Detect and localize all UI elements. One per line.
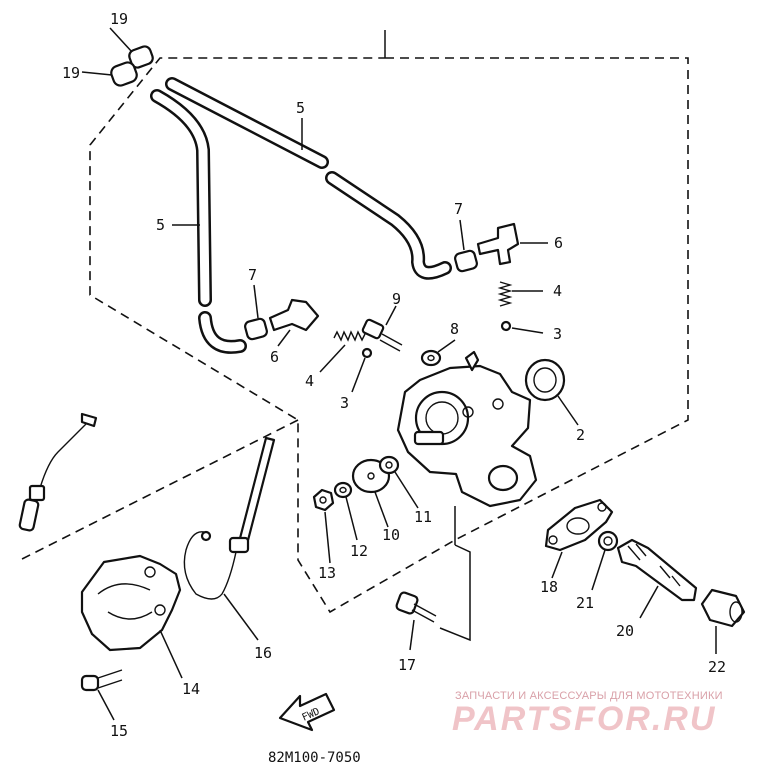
washer-part-11 — [378, 455, 419, 509]
gasket-part-18 — [544, 498, 614, 579]
pump-shaft-part-20 — [616, 538, 698, 619]
callout-13: 13 — [318, 564, 336, 582]
screw-part-15 — [80, 669, 123, 721]
callout-6-left: 6 — [270, 348, 279, 366]
pump-cover-part-14 — [80, 554, 183, 679]
clamp-part-7-left — [244, 284, 268, 341]
callout-22: 22 — [708, 658, 726, 676]
watermark-tagline: ЗАПЧАСТИ И АКСЕССУАРЫ ДЛЯ МОТОТЕХНИКИ — [455, 690, 723, 702]
callout-15: 15 — [110, 722, 128, 740]
ball-part-3-left — [351, 347, 373, 393]
callout-6-right: 6 — [554, 234, 563, 252]
callout-5-upper: 5 — [296, 99, 305, 117]
spring-part-4-right — [497, 281, 543, 307]
oil-hose-part-5-left — [150, 89, 247, 354]
collar-part-19-lower — [81, 61, 138, 87]
callout-4-right: 4 — [553, 282, 562, 300]
callout-4-left: 4 — [305, 372, 314, 390]
callout-8: 8 — [450, 320, 459, 338]
sensor-lead-wire — [18, 412, 98, 532]
callout-3-left: 3 — [340, 394, 349, 412]
oil-hose-part-5-upper — [165, 77, 452, 280]
spring-part-4-left — [319, 330, 366, 373]
callout-21: 21 — [576, 594, 594, 612]
pump-cable-part-16 — [183, 436, 276, 641]
callout-7-left: 7 — [248, 266, 257, 284]
elbow-joint-part-6-right — [476, 222, 548, 266]
callout-19-lower: 19 — [62, 64, 80, 82]
callout-9: 9 — [392, 290, 401, 308]
callout-12: 12 — [350, 542, 368, 560]
washer-part-8 — [420, 339, 456, 367]
callout-2: 2 — [576, 426, 585, 444]
callout-10: 10 — [382, 526, 400, 544]
oil-seal-part-2 — [524, 358, 579, 426]
seal-part-21 — [591, 530, 619, 591]
callout-20: 20 — [616, 622, 634, 640]
callout-17: 17 — [398, 656, 416, 674]
callout-14: 14 — [182, 680, 200, 698]
elbow-joint-part-6-left — [268, 298, 320, 347]
bolt-part-9 — [361, 305, 403, 352]
callout-11: 11 — [414, 508, 432, 526]
nut-part-13 — [312, 488, 335, 564]
bolt-part-17 — [395, 591, 437, 651]
assembly-boundary — [89, 57, 689, 614]
forward-arrow-icon: FWD — [278, 692, 336, 732]
callout-7-right: 7 — [454, 200, 463, 218]
callout-3-right: 3 — [553, 325, 562, 343]
lower-boundary — [19, 419, 299, 561]
oil-pump-body — [396, 350, 538, 642]
clamp-part-7-right — [454, 219, 478, 273]
collar-part-22 — [700, 588, 746, 654]
callout-16: 16 — [254, 644, 272, 662]
callout-18: 18 — [540, 578, 558, 596]
callout-19-upper: 19 — [110, 10, 128, 28]
washer-part-12 — [333, 481, 358, 541]
collar-part-19-upper — [109, 27, 154, 69]
watermark-brand: PARTSFOR.RU — [452, 700, 717, 738]
drawing-code: 82M100-7050 — [268, 750, 361, 766]
callout-5-left: 5 — [156, 216, 165, 234]
ball-part-3-right — [500, 320, 544, 334]
